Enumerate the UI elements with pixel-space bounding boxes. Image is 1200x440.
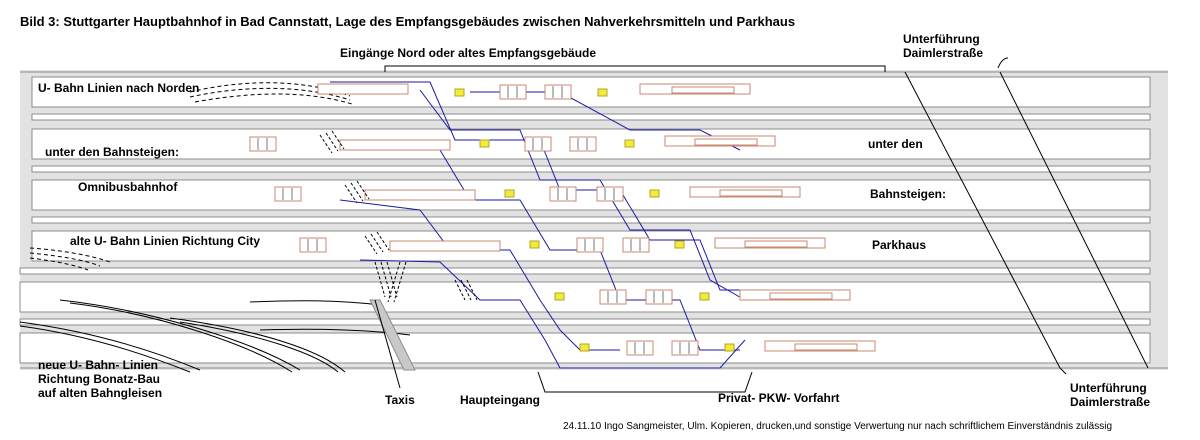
- new-ubahn-tracks: [19, 299, 411, 373]
- label-bus-station: Omnibusbahnhof: [78, 180, 178, 194]
- marker: [554, 292, 565, 301]
- marker: [529, 240, 540, 249]
- track-strip-3: [31, 216, 1151, 224]
- label-underpass-bottom-1: Unterführung: [1070, 381, 1147, 395]
- escalators: [249, 83, 876, 356]
- label-car-dropoff: Privat- PKW- Vorfahrt: [718, 391, 840, 405]
- label-parking-3: Parkhaus: [872, 238, 926, 252]
- platforms: [19, 71, 1168, 369]
- marker: [579, 343, 590, 352]
- label-underpass-bottom-2: Daimlerstraße: [1070, 395, 1150, 409]
- label-taxis: Taxis: [385, 393, 415, 407]
- credit-line: 24.11.10 Ingo Sangmeister, Ulm. Kopieren…: [563, 421, 1112, 432]
- label-main-entrance: Haupteingang: [460, 393, 540, 407]
- ubahn-lines: [330, 81, 780, 369]
- track-strip-2: [31, 165, 1151, 173]
- label-north-entrances: Eingänge Nord oder altes Empfangsgebäude: [340, 46, 596, 60]
- marker: [724, 343, 735, 352]
- marker: [504, 189, 515, 198]
- marker: [454, 88, 465, 97]
- label-new-ubahn-3: auf alten Bahngleisen: [38, 386, 162, 400]
- label-underpass-top-1: Unterführung: [903, 32, 980, 46]
- track-strip-1: [31, 113, 1151, 121]
- taxi-ramp: [369, 299, 416, 389]
- label-parking-1: unter den: [868, 137, 923, 151]
- entrance-brackets: [384, 65, 886, 393]
- main-entrance-bracket: [537, 371, 753, 393]
- track-strip-5: [19, 318, 1151, 326]
- escalator-dividers: [257, 86, 690, 354]
- marker: [699, 292, 710, 301]
- underpass-daimlerstrasse: [904, 57, 1149, 375]
- label-new-ubahn-2: Richtung Bonatz-Bau: [38, 372, 160, 386]
- platform-5: [19, 281, 1151, 313]
- marker: [597, 88, 608, 97]
- label-ubahn-north: U- Bahn Linien nach Norden: [38, 81, 199, 95]
- label-parking-2: Bahnsteigen:: [870, 187, 946, 201]
- label-under-platforms: unter den Bahnsteigen:: [45, 145, 179, 159]
- north-entrance-bracket: [384, 65, 886, 72]
- platform-1: [31, 76, 1151, 108]
- diagram-title: Bild 3: Stuttgarter Hauptbahnhof in Bad …: [20, 14, 795, 29]
- stair-curves: [319, 130, 478, 303]
- info-markers: [454, 88, 735, 352]
- platform-3: [31, 179, 1151, 211]
- label-underpass-top-2: Daimlerstraße: [903, 46, 983, 60]
- marker: [624, 139, 635, 148]
- track-strip-4: [19, 267, 1151, 275]
- marker: [649, 189, 660, 198]
- marker: [479, 139, 490, 148]
- label-new-ubahn-1: neue U- Bahn- Linien: [38, 358, 158, 372]
- marker: [674, 240, 685, 249]
- label-old-ubahn: alte U- Bahn Linien Richtung City: [70, 234, 260, 248]
